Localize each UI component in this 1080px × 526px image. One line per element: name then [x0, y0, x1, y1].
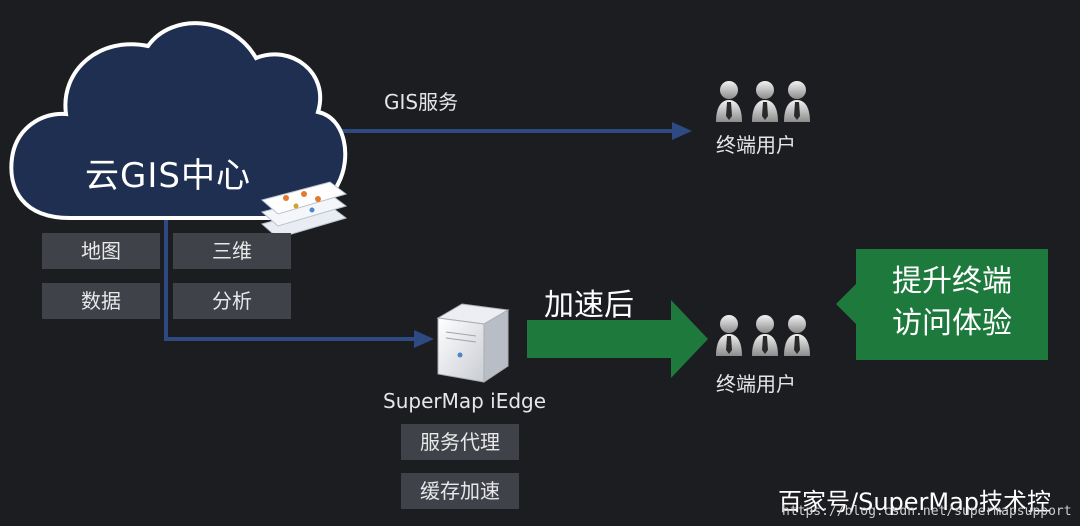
bottom-users-icon: [716, 315, 810, 356]
tag-data: 数据: [42, 283, 160, 319]
top-users-icon: [716, 81, 810, 122]
cloud-shape: [9, 21, 348, 220]
accelerated-label: 加速后: [544, 288, 634, 323]
feature-cache-acceleration: 缓存加速: [401, 473, 519, 509]
callout-line-1: 提升终端: [892, 264, 1012, 299]
watermark-url: https://blog.csdn.net/supermapsupport: [782, 504, 1072, 519]
experience-callout: 提升终端 访问体验: [856, 249, 1048, 360]
iedge-name: SuperMap iEdge: [383, 389, 547, 413]
feature-service-proxy: 服务代理: [401, 424, 519, 460]
tag-analysis: 分析: [173, 283, 291, 319]
tag-map: 地图: [42, 233, 160, 269]
server-icon: [436, 303, 510, 383]
end-users-top-label: 终端用户: [716, 133, 796, 157]
cloud-title: 云GIS中心: [85, 156, 251, 196]
acceleration-arrow: [527, 300, 708, 378]
watermark-main: 百家号/SuperMap技术控: [778, 488, 1052, 516]
map-layers-icon: [260, 181, 348, 239]
tag-3d: 三维: [173, 233, 291, 269]
edge-connector: [164, 205, 434, 348]
callout-pointer: [836, 284, 856, 324]
gis-service-label: GIS服务: [384, 90, 459, 114]
callout-line-2: 访问体验: [892, 306, 1012, 341]
end-users-bottom-label: 终端用户: [716, 372, 796, 396]
gis-service-connector: [300, 122, 692, 140]
